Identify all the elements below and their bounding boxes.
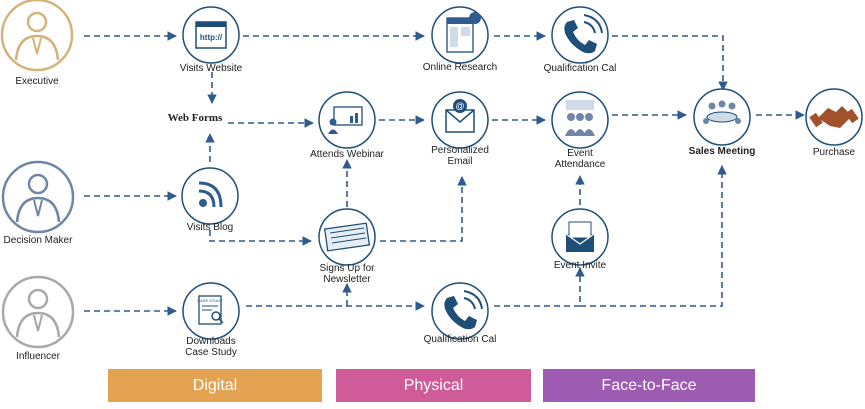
decision-maker-label: Decision Maker <box>3 235 73 246</box>
phone-icon-top <box>564 14 603 54</box>
web-forms-label: Web Forms <box>167 112 223 124</box>
face-to-face-band-label: Face-to-Face <box>601 376 697 394</box>
handshake-icon <box>809 106 859 128</box>
event-invite-label: Event Invite <box>553 260 607 271</box>
decision-maker-avatar-icon <box>1 160 75 234</box>
event-attendance-label: Event Attendance <box>554 148 606 170</box>
arrow-callTop-to-sales <box>612 35 728 91</box>
rss-icon <box>198 181 223 208</box>
sales-meeting-label: Sales Meeting <box>688 146 756 157</box>
digital-band <box>108 369 322 402</box>
attends-webinar-label: Attends Webinar <box>310 149 384 160</box>
influencer-avatar-icon <box>1 275 75 349</box>
webinar-presentation-icon <box>328 106 363 134</box>
qualification-call-bottom-label: Qualification Cal <box>423 334 497 345</box>
visits-blog-label: Visits Blog <box>186 222 234 233</box>
executive-label: Executive <box>15 76 59 87</box>
personalized-email-label: Personalized Email <box>431 145 489 167</box>
phone-icon-bottom <box>444 290 483 330</box>
event-invite-envelope-icon <box>565 221 595 252</box>
face-to-face-band <box>543 369 755 402</box>
meeting-table-icon <box>703 100 741 124</box>
research-document-icon <box>446 12 481 53</box>
physical-band-label: Physical <box>403 376 464 394</box>
purchase-label: Purchase <box>812 147 856 158</box>
email-envelope-icon: @ <box>445 99 475 133</box>
digital-band-label: Digital <box>192 376 238 394</box>
online-research-label: Online Research <box>422 62 498 73</box>
event-audience-icon <box>565 100 595 136</box>
executive-avatar-icon <box>0 0 74 72</box>
browser-url-text: http:// <box>200 33 223 42</box>
arrow-newsletter-to-email <box>380 176 467 242</box>
arrow-blog-to-newsletter <box>209 230 312 246</box>
visits-website-label: Visits Website <box>179 63 243 74</box>
arrow-callBottom-to-invite <box>494 267 585 307</box>
arrow-callBottom-to-sales <box>580 165 727 307</box>
signs-up-newsletter-label: Signs Up for Newsletter <box>319 263 375 285</box>
connectors <box>84 31 805 316</box>
svg-text:@: @ <box>455 101 464 111</box>
call-top-node <box>551 6 609 64</box>
qualification-call-top-label: Qualification Cal <box>543 63 617 74</box>
downloads-case-study-label: Downloads Case Study <box>185 336 237 358</box>
influencer-label: Influencer <box>16 351 60 362</box>
newsletter-icon <box>323 222 371 252</box>
case-study-icon-text: CASE STUDY <box>197 298 223 303</box>
physical-band <box>336 369 531 402</box>
case-study-document-icon: CASE STUDY <box>197 295 224 325</box>
call-bottom-node <box>431 282 489 340</box>
browser-icon: http:// <box>195 21 227 49</box>
